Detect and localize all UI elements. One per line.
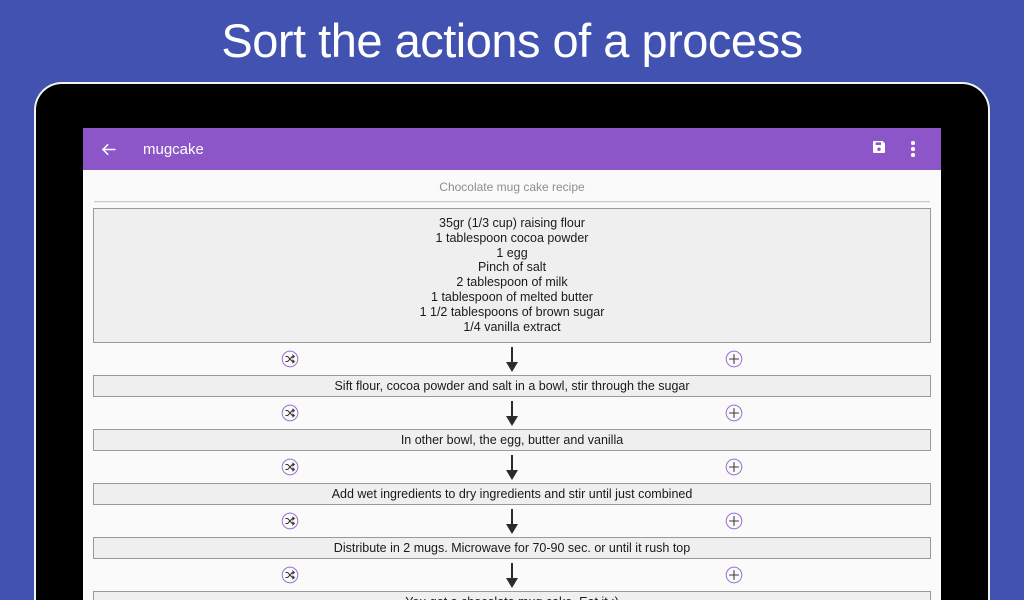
shuffle-step-button[interactable] bbox=[280, 457, 300, 477]
shuffle-circle-icon bbox=[280, 511, 300, 531]
app-bar: mugcake bbox=[83, 128, 941, 170]
arrow-left-icon bbox=[99, 140, 118, 159]
promo-headline: Sort the actions of a process bbox=[221, 14, 803, 67]
arrow-down-icon bbox=[505, 347, 519, 373]
connector-row bbox=[93, 343, 931, 375]
ingredient-line: 1 tablespoon of melted butter bbox=[431, 289, 593, 304]
flow-arrow bbox=[505, 509, 519, 535]
save-icon bbox=[871, 139, 887, 160]
connector-row bbox=[93, 559, 931, 591]
arrow-down-icon bbox=[505, 455, 519, 481]
connector-row bbox=[93, 397, 931, 429]
ingredient-line: 1/4 vanilla extract bbox=[463, 319, 561, 334]
arrow-down-icon bbox=[505, 401, 519, 427]
flow-arrow bbox=[505, 455, 519, 481]
shuffle-step-button[interactable] bbox=[280, 565, 300, 585]
arrow-down-icon bbox=[505, 563, 519, 589]
shuffle-step-button[interactable] bbox=[280, 349, 300, 369]
add-step-button[interactable] bbox=[724, 565, 744, 585]
more-vertical-icon bbox=[911, 141, 915, 157]
overflow-menu-button[interactable] bbox=[899, 134, 927, 164]
connector-row bbox=[93, 505, 931, 537]
tablet-device-frame: mugcake Chocolate mug cake recipe bbox=[36, 84, 988, 600]
process-content: Chocolate mug cake recipe 35gr (1/3 cup)… bbox=[83, 170, 941, 600]
flow-arrow bbox=[505, 347, 519, 373]
app-bar-title: mugcake bbox=[143, 140, 204, 158]
plus-circle-icon bbox=[724, 403, 744, 423]
shuffle-circle-icon bbox=[280, 457, 300, 477]
save-button[interactable] bbox=[865, 134, 893, 164]
ingredient-line: 2 tablespoon of milk bbox=[456, 275, 568, 290]
plus-circle-icon bbox=[724, 457, 744, 477]
add-step-button[interactable] bbox=[724, 403, 744, 423]
plus-circle-icon bbox=[724, 565, 744, 585]
tablet-screen: mugcake Chocolate mug cake recipe bbox=[83, 128, 941, 600]
plus-circle-icon bbox=[724, 511, 744, 531]
title-divider bbox=[94, 201, 930, 203]
back-button[interactable] bbox=[93, 134, 123, 164]
shuffle-circle-icon bbox=[280, 403, 300, 423]
shuffle-step-button[interactable] bbox=[280, 511, 300, 531]
add-step-button[interactable] bbox=[724, 457, 744, 477]
flow-arrow bbox=[505, 563, 519, 589]
arrow-down-icon bbox=[505, 509, 519, 535]
add-step-button[interactable] bbox=[724, 511, 744, 531]
step-box[interactable]: You got a chocolate mug cake. Eat it :) bbox=[93, 591, 931, 600]
shuffle-circle-icon bbox=[280, 349, 300, 369]
step-box[interactable]: Distribute in 2 mugs. Microwave for 70-9… bbox=[93, 537, 931, 560]
shuffle-step-button[interactable] bbox=[280, 403, 300, 423]
ingredient-line: Pinch of salt bbox=[477, 260, 547, 275]
plus-circle-icon bbox=[724, 349, 744, 369]
ingredients-box[interactable]: 35gr (1/3 cup) raising flour 1 tablespoo… bbox=[93, 208, 931, 344]
ingredient-line: 1 1/2 tablespoons of brown sugar bbox=[419, 304, 605, 319]
step-box[interactable]: Add wet ingredients to dry ingredients a… bbox=[93, 483, 931, 506]
add-step-button[interactable] bbox=[724, 349, 744, 369]
recipe-title: Chocolate mug cake recipe bbox=[439, 180, 585, 194]
connector-row bbox=[93, 451, 931, 483]
ingredient-line: 35gr (1/3 cup) raising flour bbox=[439, 216, 585, 230]
flow-arrow bbox=[505, 401, 519, 427]
step-box[interactable]: In other bowl, the egg, butter and vanil… bbox=[93, 429, 931, 452]
shuffle-circle-icon bbox=[280, 565, 300, 585]
ingredient-line: 1 tablespoon cocoa powder bbox=[435, 230, 589, 245]
step-box[interactable]: Sift flour, cocoa powder and salt in a b… bbox=[93, 375, 931, 398]
ingredient-line: 1 egg bbox=[496, 245, 528, 260]
